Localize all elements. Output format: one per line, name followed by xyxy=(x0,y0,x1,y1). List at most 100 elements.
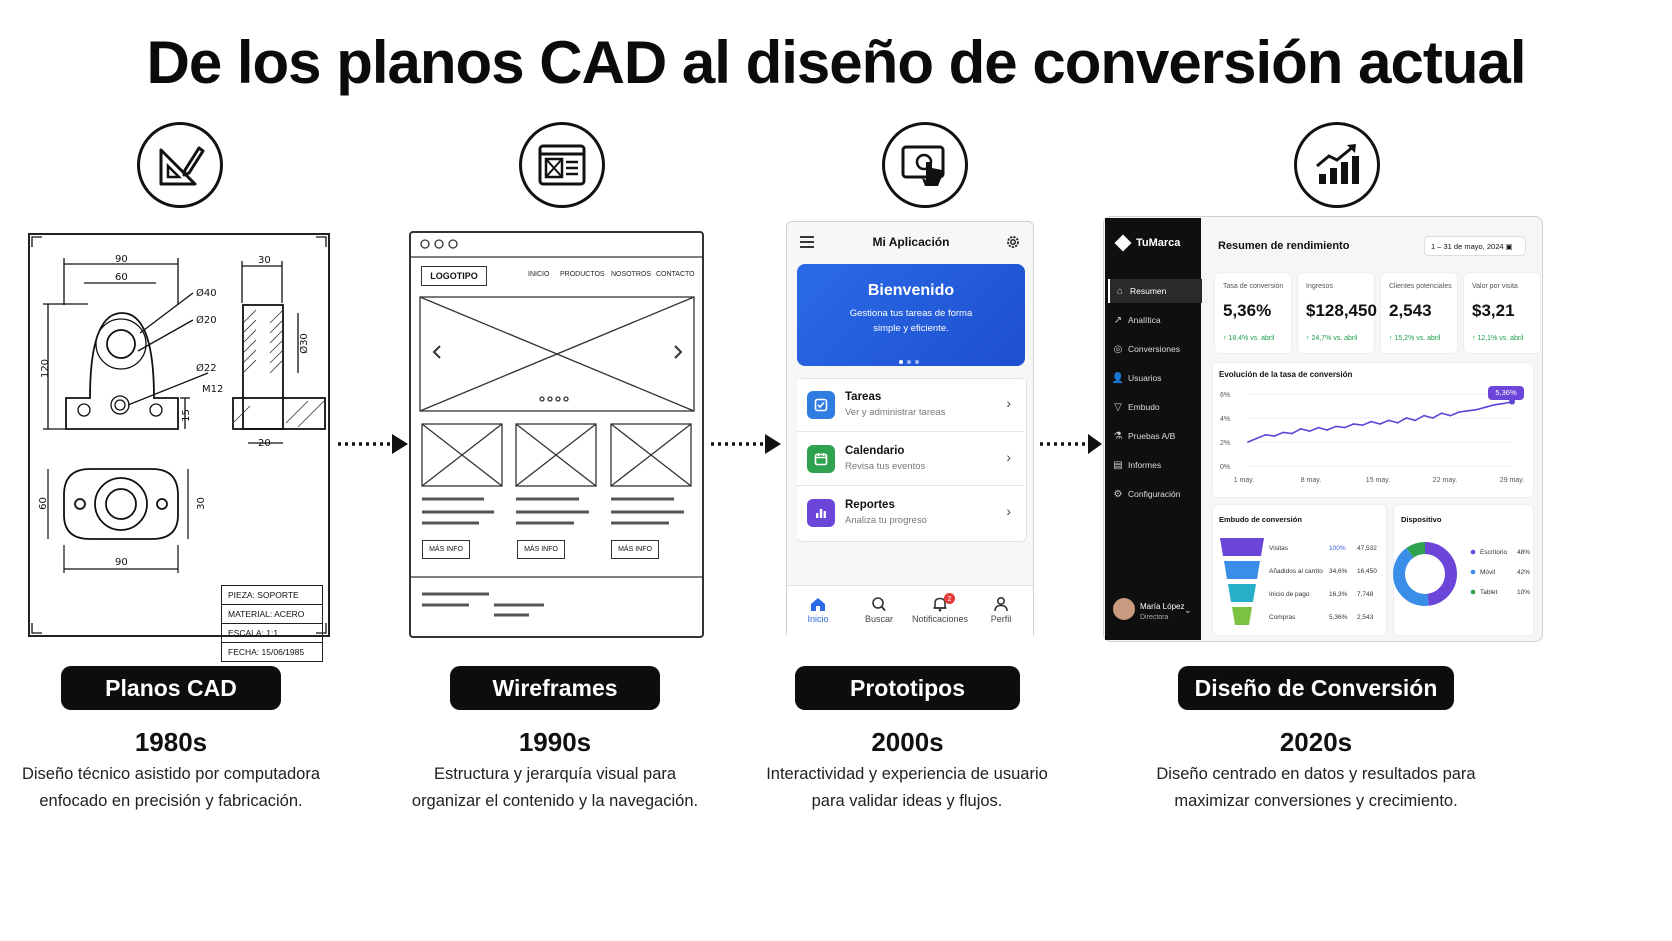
data-point xyxy=(1308,430,1311,433)
sidebar-item-usuarios[interactable]: 👤Usuarios xyxy=(1108,366,1200,390)
data-point xyxy=(1370,420,1373,423)
chart-callout: 5,36% xyxy=(1488,386,1524,400)
funnel-segment xyxy=(1224,561,1260,579)
cad-dim-label: Ø30 xyxy=(298,333,310,354)
desc-line: Diseño técnico asistido por computadora xyxy=(21,765,321,783)
data-point xyxy=(1335,425,1337,428)
tab-inicio[interactable]: Inicio xyxy=(783,596,853,624)
cad-dim-label: Ø22 xyxy=(196,363,217,374)
chart-title: Evolución de la tasa de conversión xyxy=(1219,370,1353,379)
x-tick-label: 8 may. xyxy=(1301,477,1322,484)
cad-dim-label: 60 xyxy=(37,497,49,510)
stage-label-conversion: Diseño de Conversión xyxy=(1178,666,1454,710)
cad-part: PIEZA: SOPORTE xyxy=(222,586,322,605)
chevron-right-icon: › xyxy=(1006,449,1011,465)
arrow-right-icon xyxy=(711,434,781,454)
stage-label-wireframes: Wireframes xyxy=(450,666,660,710)
calendar-icon: ▣ xyxy=(1505,242,1513,251)
device-title: Dispositivo xyxy=(1401,515,1442,524)
data-point xyxy=(1414,419,1417,422)
menu-icon[interactable] xyxy=(799,235,815,249)
sidebar-item-pruebas[interactable]: ⚗Pruebas A/B xyxy=(1108,424,1200,448)
user-role: Directora xyxy=(1140,614,1169,621)
sidebar-item-configuracion[interactable]: ⚙Configuración xyxy=(1108,482,1200,506)
wireframe-sketch xyxy=(409,239,704,617)
legend-label: Escritorio xyxy=(1480,549,1507,556)
date-range-picker[interactable]: 1 – 31 de mayo, 2024 ▣ xyxy=(1424,236,1526,256)
cad-scale: ESCALA: 1:1 xyxy=(222,624,322,643)
settings-gear-icon[interactable] xyxy=(1005,234,1021,250)
sidebar-item-label: Informes xyxy=(1128,460,1162,470)
kpi-label: Clientes potenciales xyxy=(1389,283,1452,290)
wireframe-nav-item[interactable]: INICIO xyxy=(528,271,550,278)
kpi-change: ↑ 15,2% vs. abril xyxy=(1389,335,1441,342)
desc-line: maximizar conversiones y crecimiento. xyxy=(1174,792,1458,810)
chevron-down-icon[interactable]: ⌄ xyxy=(1184,605,1192,615)
wireframe-more-button[interactable]: MÁS INFO xyxy=(422,540,470,559)
data-point xyxy=(1352,423,1355,425)
list-item-calendario[interactable]: Calendario Revisa tus eventos › xyxy=(797,433,1025,486)
funnel-pct: 16,3% xyxy=(1329,591,1348,598)
sidebar-item-embudo[interactable]: ▽Embudo xyxy=(1108,395,1200,419)
wireframe-nav-item[interactable]: NOSOTROS xyxy=(611,271,652,278)
sidebar-item-resumen[interactable]: ⌂Resumen xyxy=(1108,279,1202,303)
sidebar-item-conversiones[interactable]: ◎Conversiones xyxy=(1108,337,1200,361)
tab-label: Inicio xyxy=(807,614,829,624)
data-point xyxy=(1264,433,1267,436)
list-item-reportes[interactable]: Reportes Analiza tu progreso › xyxy=(797,487,1025,539)
sidebar-item-informes[interactable]: ▤Informes xyxy=(1108,453,1200,477)
y-tick-label: 2% xyxy=(1220,440,1230,447)
trend-icon: ↗ xyxy=(1113,314,1123,326)
funnel-segment xyxy=(1232,607,1252,625)
list-item-tareas[interactable]: Tareas Ver y administrar tareas › xyxy=(797,379,1025,432)
avatar[interactable] xyxy=(1113,598,1135,620)
data-point xyxy=(1502,402,1505,405)
wireframe-nav-item[interactable]: PRODUCTOS xyxy=(560,271,605,278)
sidebar-item-label: Resumen xyxy=(1130,286,1167,296)
desc-line: para validar ideas y flujos. xyxy=(811,792,1003,810)
funnel-count: 47,532 xyxy=(1357,545,1377,552)
home-icon xyxy=(811,598,825,611)
cad-dim-label: 30 xyxy=(195,497,207,510)
data-point xyxy=(1299,427,1302,430)
carousel-dots[interactable] xyxy=(897,351,921,369)
legend-label: Móvil xyxy=(1480,569,1496,576)
cad-dim-label: 90 xyxy=(115,557,128,568)
funnel-count: 7,748 xyxy=(1357,591,1374,598)
series-line xyxy=(1247,400,1513,443)
funnel-stage-label: Compras xyxy=(1269,614,1296,621)
dashboard-heading: Resumen de rendimiento xyxy=(1218,240,1350,252)
data-point xyxy=(1255,437,1258,440)
wireframe-more-button[interactable]: MÁS INFO xyxy=(611,540,659,559)
data-point xyxy=(1273,435,1276,437)
wireframe-nav-item[interactable]: CONTACTO xyxy=(656,271,695,278)
sidebar-item-label: Pruebas A/B xyxy=(1128,431,1176,441)
data-point xyxy=(1361,424,1364,427)
gear-icon: ⚙ xyxy=(1113,488,1123,500)
legend-label: Tablet xyxy=(1480,589,1498,596)
funnel-pct: 34,6% xyxy=(1329,568,1348,575)
tab-notificaciones[interactable]: Notificaciones xyxy=(905,596,975,624)
wireframe-more-button[interactable]: MÁS INFO xyxy=(517,540,565,559)
line-chart-card xyxy=(1212,362,1534,498)
cad-dim-label: Ø40 xyxy=(196,288,217,299)
tab-perfil[interactable]: Perfil xyxy=(966,596,1036,624)
data-point xyxy=(1387,419,1390,422)
cad-title-block: PIEZA: SOPORTE MATERIAL: ACERO ESCALA: 1… xyxy=(221,585,323,662)
cad-dim-label: 30 xyxy=(258,255,271,266)
data-point xyxy=(1291,432,1293,435)
cad-dim-label: 90 xyxy=(115,254,128,265)
touch-screen-icon xyxy=(882,122,968,208)
kpi-change: ↑ 12,1% vs. abril xyxy=(1472,335,1524,342)
tab-buscar[interactable]: Buscar xyxy=(844,596,914,624)
checkbox-icon xyxy=(807,391,835,419)
row-title: Calendario xyxy=(845,445,905,457)
stage-label-prototipos: Prototipos xyxy=(795,666,1020,710)
desc-line: Diseño centrado en datos y resultados pa… xyxy=(1156,765,1476,783)
chevron-right-icon: › xyxy=(1006,395,1011,411)
sidebar-item-analitica[interactable]: ↗Analítica xyxy=(1108,308,1200,332)
welcome-banner: Bienvenido Gestiona tus tareas de forma … xyxy=(797,264,1025,366)
